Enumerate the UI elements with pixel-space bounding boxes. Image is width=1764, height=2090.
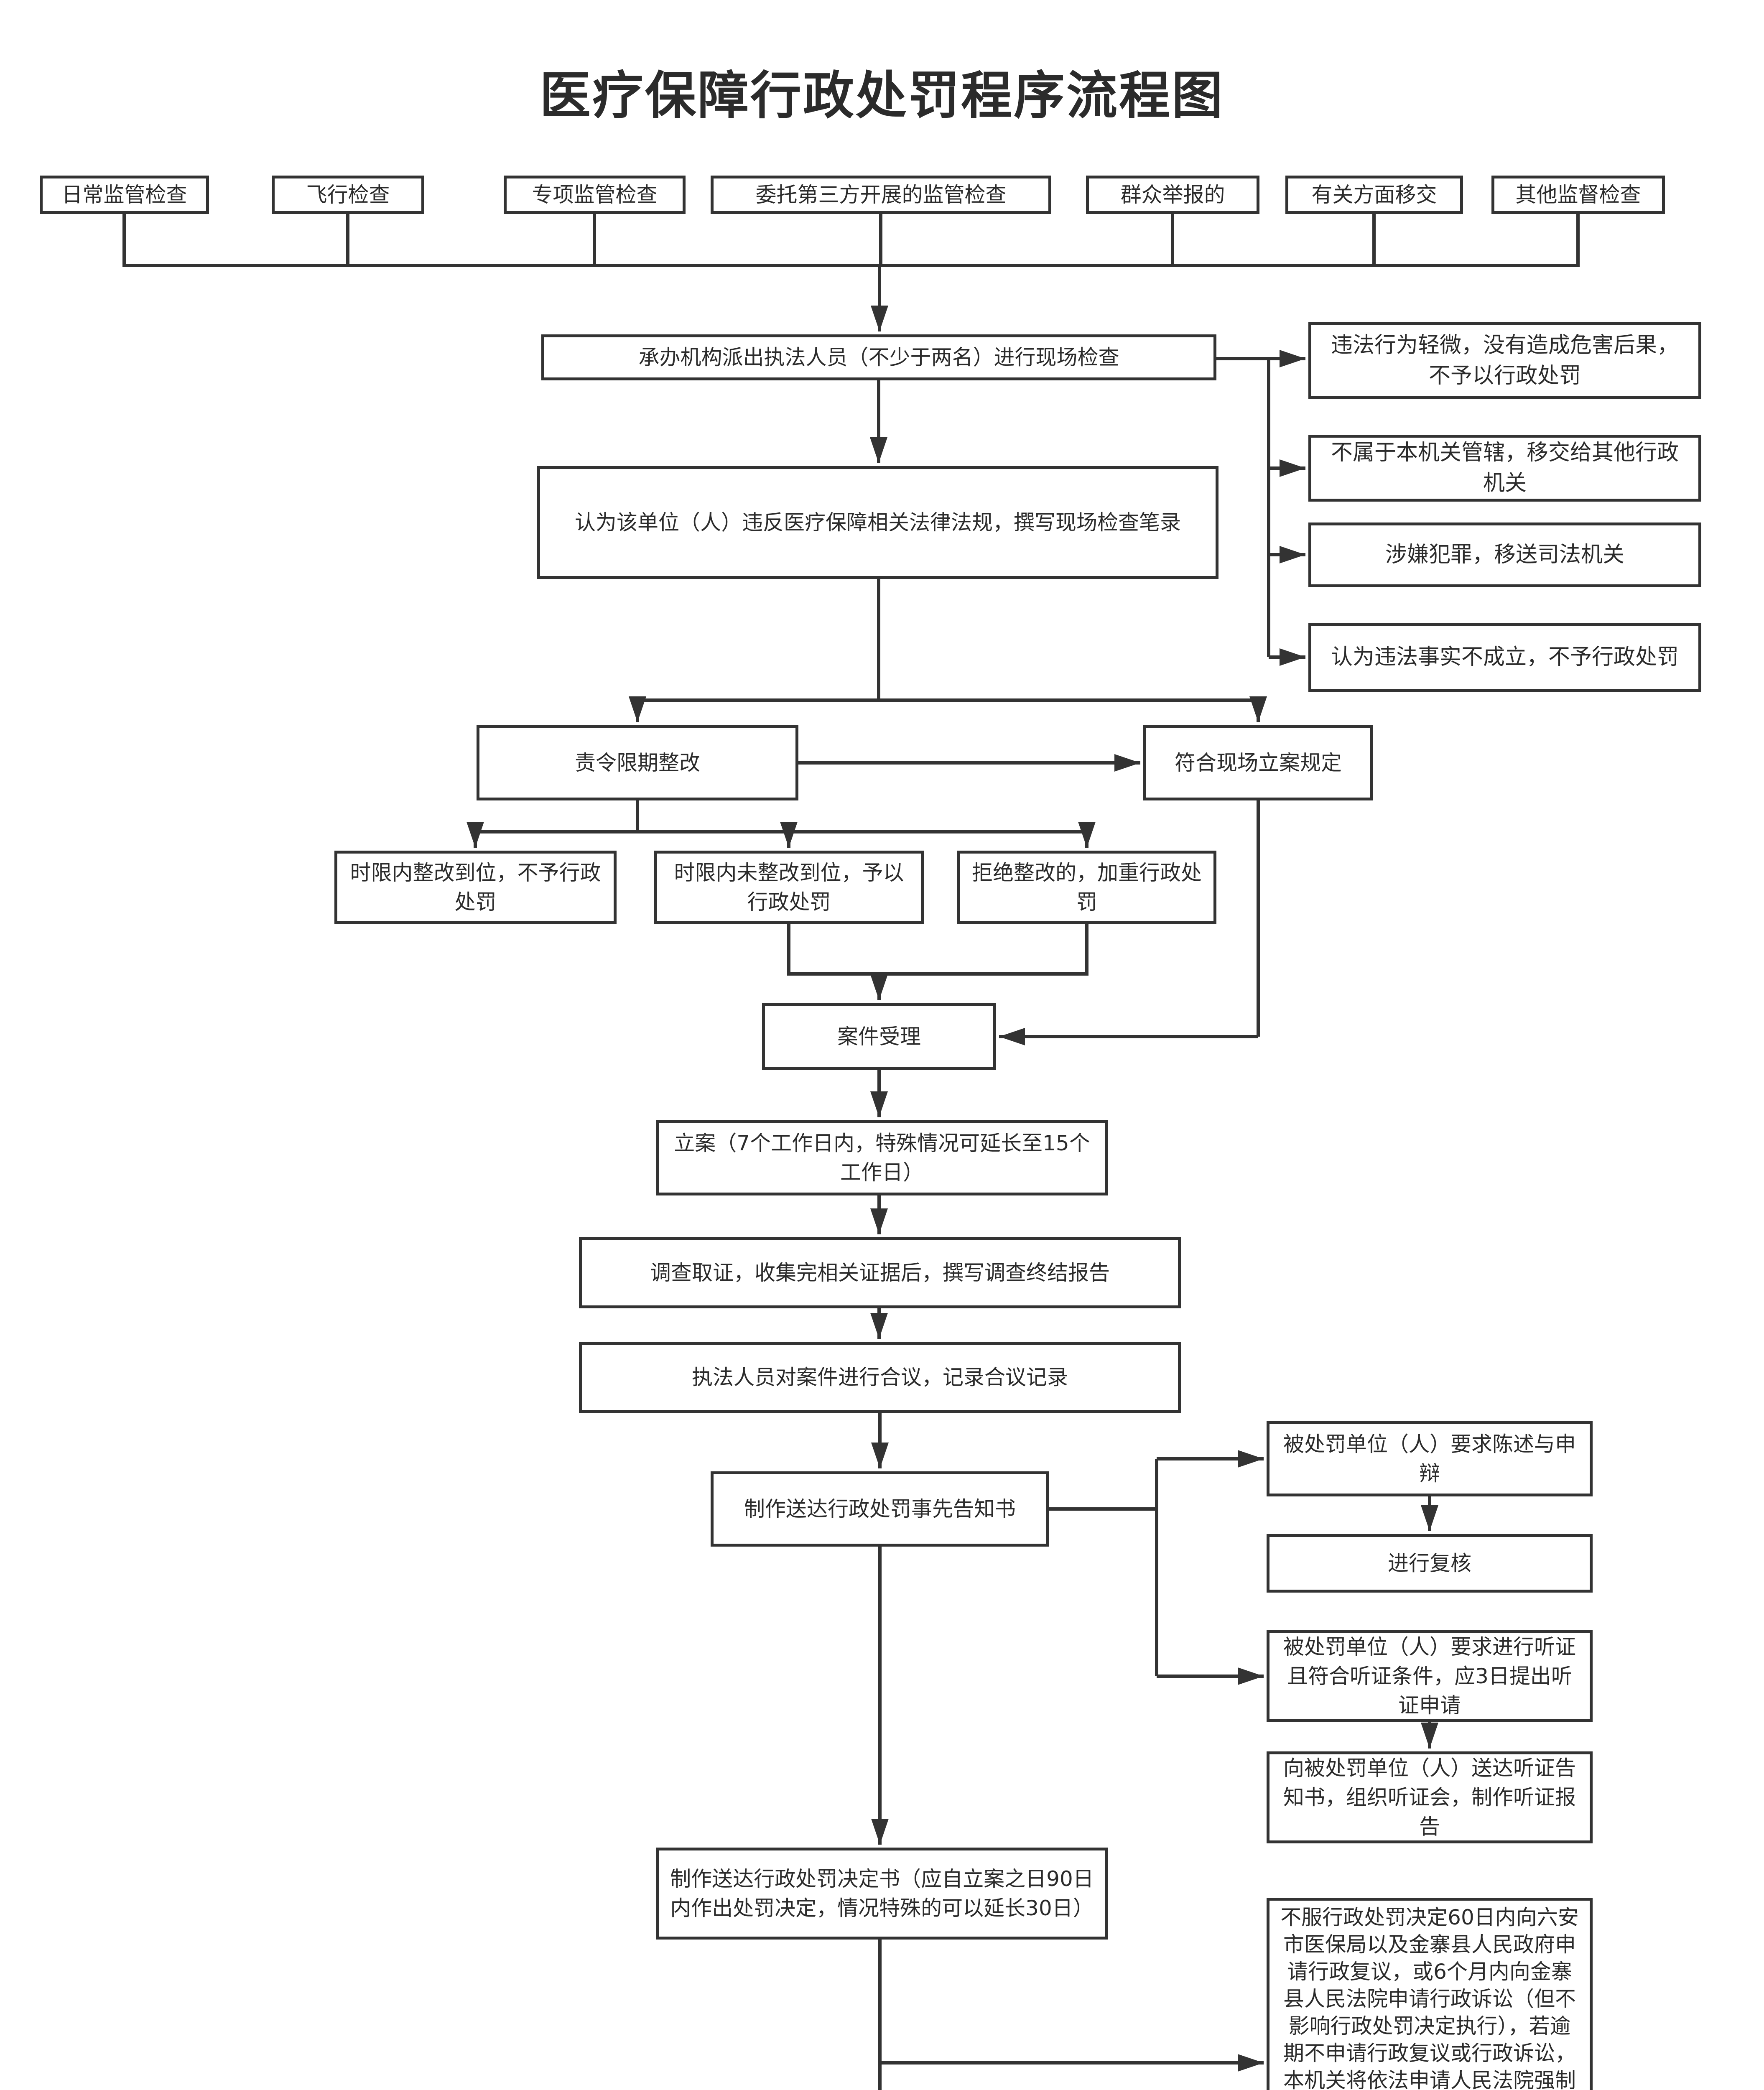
- node-filing-rule: 符合现场立案规定: [1143, 725, 1373, 800]
- node-review: 进行复核: [1267, 1534, 1593, 1593]
- edges: [122, 214, 1580, 2090]
- node-source-special: 专项监管检查: [504, 176, 686, 214]
- page-title: 医疗保障行政处罚程序流程图: [540, 66, 1224, 125]
- node-rectified-no-penalty: 时限内整改到位，不予行政处罚: [334, 851, 617, 924]
- node-source-flight: 飞行检查: [272, 176, 424, 214]
- node-not-rectified-penalty: 时限内未整改到位，予以行政处罚: [654, 851, 924, 924]
- node-hearing-request: 被处罚单位（人）要求进行听证且符合听证条件，应3日提出听证申请: [1267, 1630, 1593, 1722]
- node-source-daily: 日常监管检查: [40, 176, 209, 214]
- node-not-jurisdiction: 不属于本机关管辖，移交给其他行政机关: [1308, 435, 1701, 502]
- node-source-third-party: 委托第三方开展的监管检查: [711, 176, 1051, 214]
- node-order-rectify: 责令限期整改: [477, 725, 798, 800]
- node-case-acceptance: 案件受理: [762, 1003, 996, 1070]
- node-dispatch: 承办机构派出执法人员（不少于两名）进行现场检查: [541, 334, 1216, 380]
- node-suspected-crime: 涉嫌犯罪，移送司法机关: [1308, 522, 1701, 587]
- node-minor-no-penalty: 违法行为轻微，没有造成危害后果，不予以行政处罚: [1308, 322, 1701, 399]
- node-source-public-report: 群众举报的: [1086, 176, 1259, 214]
- node-facts-not-established: 认为违法事实不成立，不予行政处罚: [1308, 623, 1701, 692]
- node-decision: 制作送达行政处罚决定书（应自立案之日90日内作出处罚决定，情况特殊的可以延长30…: [656, 1848, 1108, 1940]
- node-statement-defense: 被处罚单位（人）要求陈述与申辩: [1267, 1421, 1593, 1496]
- node-source-other: 其他监督检查: [1491, 176, 1665, 214]
- node-prior-notice: 制作送达行政处罚事先告知书: [711, 1471, 1049, 1547]
- node-deliberation: 执法人员对案件进行合议，记录合议记录: [579, 1342, 1181, 1413]
- node-onsite-record: 认为该单位（人）违反医疗保障相关法律法规，撰写现场检查笔录: [537, 466, 1218, 579]
- node-hearing-organize: 向被处罚单位（人）送达听证告知书，组织听证会，制作听证报告: [1267, 1751, 1593, 1843]
- node-refuse-rectify-heavier: 拒绝整改的，加重行政处罚: [957, 851, 1216, 924]
- node-appeal: 不服行政处罚决定60日内向六安市医保局以及金寨县人民政府申请行政复议，或6个月内…: [1267, 1898, 1593, 2090]
- node-source-transfer: 有关方面移交: [1285, 176, 1463, 214]
- node-investigation: 调查取证，收集完相关证据后，撰写调查终结报告: [579, 1237, 1181, 1308]
- node-case-filing: 立案（7个工作日内，特殊情况可延长至15个工作日）: [656, 1120, 1108, 1195]
